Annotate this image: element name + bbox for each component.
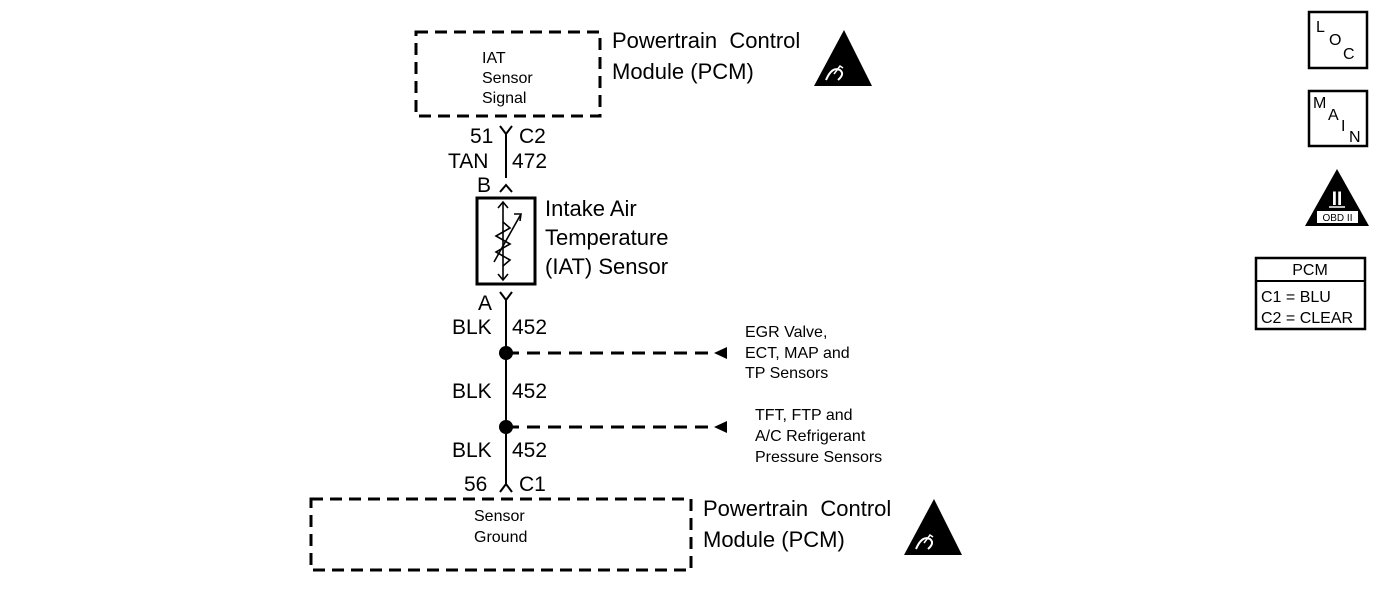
wire-seg3-color: BLK	[452, 439, 492, 462]
sensor-label-line-2: Temperature	[545, 225, 669, 250]
c1-connector-symbol	[499, 482, 513, 493]
wire-seg1-circuit: 452	[512, 316, 547, 339]
wire-seg2-circuit: 452	[512, 380, 547, 403]
pcm-bottom-box-line-2: Ground	[474, 529, 527, 546]
splice-1-ref-line-2: ECT, MAP and	[745, 345, 850, 362]
splice-2-ref-line-1: TFT, FTP and	[755, 407, 853, 424]
main-letter-n: N	[1349, 129, 1361, 146]
sensor-label-line-3: (IAT) Sensor	[545, 254, 668, 279]
sensor-terminal-a: A	[478, 292, 492, 315]
wire-top-color: TAN	[448, 150, 488, 173]
loc-button[interactable]: L O C	[1307, 10, 1369, 70]
splice-2-arrow	[714, 421, 727, 433]
splice-1-ref-line-1: EGR Valve,	[745, 324, 827, 341]
pcm-top-dashed-box	[414, 30, 602, 118]
splice-1-ref-line-3: TP Sensors	[745, 365, 828, 382]
sensor-terminal-b: B	[477, 174, 491, 197]
main-letter-m: M	[1313, 95, 1326, 112]
thermistor-icon	[493, 200, 522, 282]
terminal-b-symbol	[499, 183, 513, 193]
main-letter-a: A	[1328, 107, 1339, 124]
pcm-connector-table: PCM C1 = BLU C2 = CLEAR	[1254, 256, 1367, 331]
splice-2-ref-line-2: A/C Refrigerant	[755, 428, 866, 445]
obd-ii-button[interactable]: II OBD II	[1305, 169, 1369, 226]
sensor-label-line-1: Intake Air	[545, 196, 637, 221]
wire-seg2-color: BLK	[452, 380, 492, 403]
pcm-bottom-box-line-1: Sensor	[474, 508, 525, 525]
pcm-table-row-1: C1 = BLU	[1261, 289, 1331, 306]
pcm-table-header: PCM	[1292, 262, 1328, 279]
splice-1-arrow	[714, 347, 727, 359]
pcm-top-title-line-1: Powertrain Control	[612, 28, 800, 53]
pcm-table-row-2: C2 = CLEAR	[1261, 310, 1353, 327]
wire-seg3-circuit: 452	[512, 439, 547, 462]
c1-pin-number: 56	[464, 473, 487, 496]
c2-connector-label: C2	[519, 125, 546, 148]
main-button[interactable]: M A I N	[1307, 89, 1369, 148]
pcm-top-box-line-1: IAT	[482, 50, 506, 67]
pcm-bottom-title-line-1: Powertrain Control	[703, 496, 891, 521]
c2-pin-number: 51	[470, 125, 493, 148]
main-letter-i: I	[1341, 118, 1345, 135]
loc-letter-c: C	[1343, 46, 1355, 63]
loc-letter-l: L	[1316, 19, 1325, 36]
wire-seg1-color: BLK	[452, 316, 492, 339]
splice-2-ref-line-3: Pressure Sensors	[755, 449, 882, 466]
pcm-bottom-title-line-2: Module (PCM)	[703, 527, 845, 552]
c1-connector-label: C1	[519, 473, 546, 496]
esd-warning-icon-bottom	[904, 499, 962, 555]
terminal-a-symbol	[499, 291, 513, 302]
iat-sensor-box	[475, 196, 537, 286]
pcm-bottom-dashed-box	[309, 497, 693, 572]
pcm-top-box-line-2: Sensor	[482, 70, 533, 87]
pcm-top-box-line-3: Signal	[482, 90, 526, 107]
obd-numeral: II	[1332, 189, 1343, 210]
c2-connector-symbol	[499, 125, 513, 136]
wire-top-circuit: 472	[512, 150, 547, 173]
pcm-top-title-line-2: Module (PCM)	[612, 59, 754, 84]
obd-label: OBD II	[1322, 213, 1352, 224]
loc-letter-o: O	[1329, 32, 1341, 49]
esd-warning-icon-top	[814, 30, 872, 86]
